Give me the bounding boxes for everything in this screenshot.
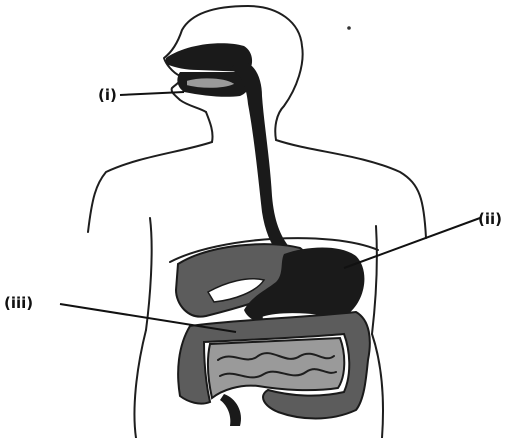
label-intestine: (iii) bbox=[4, 296, 33, 311]
small-intestine bbox=[208, 338, 344, 398]
tongue bbox=[186, 77, 236, 88]
leader-line-stomach bbox=[344, 218, 480, 268]
label-mouth: (i) bbox=[98, 88, 117, 103]
label-stomach: (ii) bbox=[478, 212, 502, 227]
speck-mark bbox=[347, 26, 351, 30]
rectum bbox=[220, 394, 241, 426]
digestive-tract bbox=[166, 43, 304, 266]
